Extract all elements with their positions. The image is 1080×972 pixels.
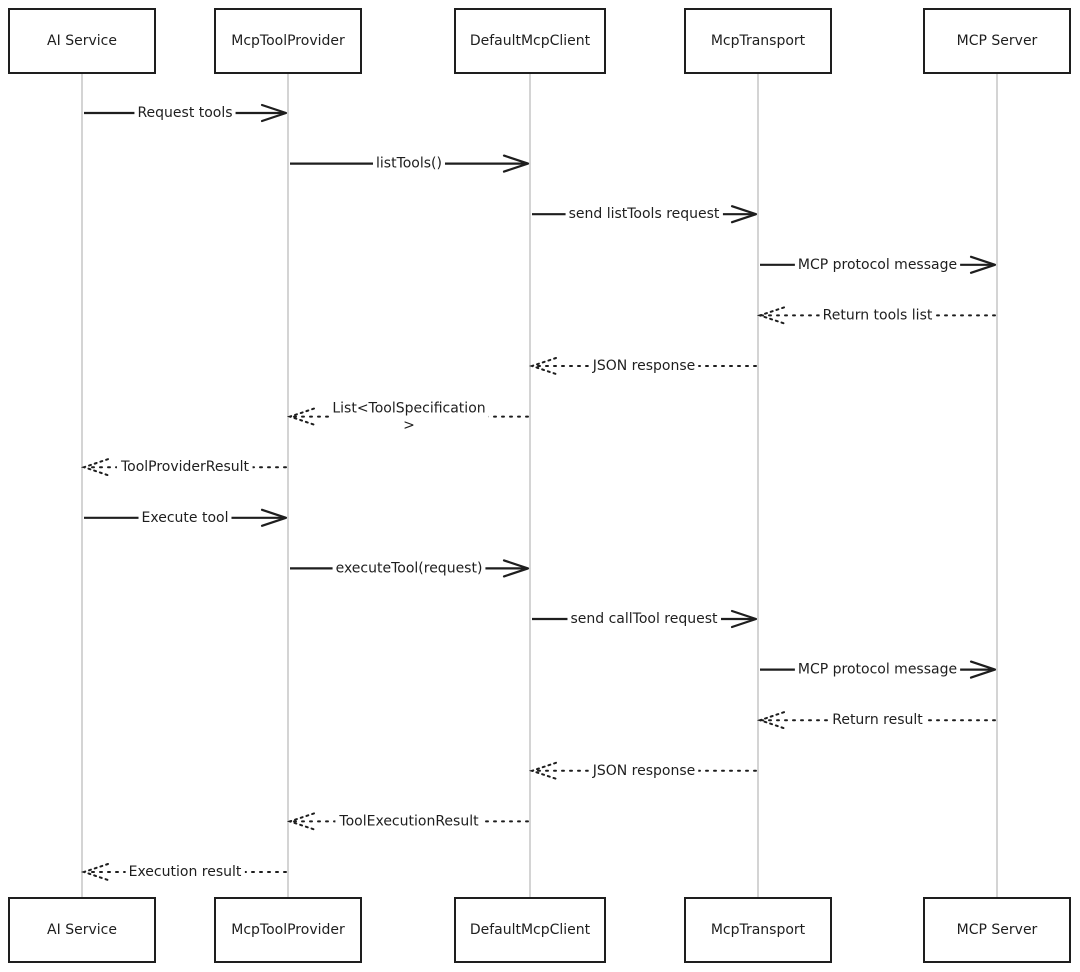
actor-label-bottom-server: MCP Server: [957, 922, 1038, 938]
actor-bottom-client: DefaultMcpClient: [454, 897, 606, 963]
message-label-bg: [138, 508, 232, 527]
message-9: Execute tool: [84, 508, 288, 527]
actor-box-bottom-server: [923, 897, 1071, 963]
message-label: listTools(): [376, 156, 442, 172]
message-label: MCP protocol message: [798, 257, 957, 273]
message-arrowhead: [730, 609, 758, 629]
message-label-bg: [794, 255, 961, 274]
message-label: List<ToolSpecification>: [332, 401, 485, 434]
actor-box-bottom-client: [454, 897, 606, 963]
actors-bottom: AI Service McpToolProvider DefaultMcpClien…: [8, 897, 1071, 963]
message-arrowhead: [502, 154, 530, 173]
message-arrowhead: [969, 660, 997, 679]
message-arrowhead: [286, 812, 315, 831]
actor-label-bottom-transport: McpTransport: [711, 922, 806, 938]
message-arrowhead: [528, 357, 557, 375]
actor-bottom-provider: McpToolProvider: [214, 897, 362, 963]
actor-box-top-provider: [214, 8, 362, 74]
message-label: JSON response: [592, 358, 696, 374]
message-6: JSON response: [528, 357, 757, 375]
message-label: Execution result: [129, 864, 242, 880]
message-arrowhead: [756, 711, 785, 730]
message-arrowhead: [756, 306, 785, 325]
actor-box-bottom-provider: [214, 897, 362, 963]
message-label: Return result: [832, 712, 923, 728]
actor-label-top-client: DefaultMcpClient: [470, 33, 591, 49]
message-label-bg: [588, 357, 699, 375]
message-label: Execute tool: [142, 510, 229, 526]
message-label-bg: [588, 761, 699, 780]
lifelines: [81, 73, 998, 898]
message-16: Execution result: [80, 863, 287, 881]
message-13: Return result: [756, 711, 996, 730]
message-12: MCP protocol message: [760, 660, 997, 679]
actor-box-top-transport: [684, 8, 832, 74]
actor-top-server: MCP Server: [923, 8, 1071, 74]
message-label-bg: [116, 458, 253, 477]
actor-label-top-ai: AI Service: [47, 33, 117, 49]
message-arrowhead: [502, 559, 530, 578]
message-label-bg: [565, 205, 723, 224]
actor-label-bottom-ai: AI Service: [47, 922, 117, 938]
message-8: ToolProviderResult: [80, 458, 287, 477]
message-arrowhead: [286, 407, 315, 426]
message-15: ToolExecutionResult: [286, 812, 529, 831]
actor-label-top-server: MCP Server: [957, 33, 1038, 49]
actor-bottom-ai: AI Service: [8, 897, 156, 963]
message-11: send callTool request: [532, 609, 758, 629]
message-3: send listTools request: [532, 205, 758, 224]
message-label: Request tools: [137, 105, 232, 121]
actor-box-top-ai: [8, 8, 156, 74]
message-5: Return tools list: [756, 306, 996, 325]
actor-box-top-client: [454, 8, 606, 74]
actor-box-bottom-ai: [8, 897, 156, 963]
actors-top: AI Service McpToolProvider DefaultMcpClien…: [8, 8, 1071, 74]
message-arrowhead: [80, 863, 109, 881]
message-arrowhead: [969, 255, 997, 274]
message-label-bg: [794, 660, 961, 679]
message-label-bg: [335, 812, 483, 831]
message-label-bg: [829, 711, 927, 730]
actor-label-top-provider: McpToolProvider: [231, 33, 345, 49]
message-arrowhead: [260, 508, 288, 527]
message-arrowhead: [260, 103, 288, 123]
message-label: JSON response: [592, 763, 696, 779]
message-label-bg: [134, 104, 236, 122]
message-arrowhead: [528, 761, 557, 780]
actor-box-top-server: [923, 8, 1071, 74]
message-label: send listTools request: [569, 206, 720, 222]
message-label: MCP protocol message: [798, 662, 957, 678]
actor-bottom-transport: McpTransport: [684, 897, 832, 963]
message-label-bg: [819, 306, 936, 325]
actor-label-top-transport: McpTransport: [711, 33, 806, 49]
message-14: JSON response: [528, 761, 757, 780]
message-2: listTools(): [290, 154, 530, 173]
message-label: ToolProviderResult: [120, 459, 250, 475]
message-arrowhead: [730, 205, 758, 224]
actor-top-transport: McpTransport: [684, 8, 832, 74]
actor-label-bottom-provider: McpToolProvider: [231, 922, 345, 938]
message-label-bg: [125, 863, 245, 881]
message-label-bg: [373, 154, 445, 173]
message-label: executeTool(request): [336, 560, 483, 576]
actor-top-provider: McpToolProvider: [214, 8, 362, 74]
message-7: List<ToolSpecification>: [286, 399, 529, 435]
actor-top-client: DefaultMcpClient: [454, 8, 606, 74]
message-label: Return tools list: [823, 307, 933, 323]
message-label-bg: [329, 399, 489, 435]
messages: Request tools listTools() send listTools r…: [80, 103, 997, 881]
message-label-bg: [567, 610, 722, 628]
actor-label-bottom-client: DefaultMcpClient: [470, 922, 591, 938]
message-label: ToolExecutionResult: [338, 813, 479, 829]
message-10: executeTool(request): [290, 559, 530, 578]
message-arrowhead: [80, 458, 109, 477]
message-1: Request tools: [84, 103, 288, 123]
message-label-bg: [332, 559, 486, 578]
message-label: send callTool request: [570, 611, 718, 627]
actor-box-bottom-transport: [684, 897, 832, 963]
actor-bottom-server: MCP Server: [923, 897, 1071, 963]
actor-top-ai: AI Service: [8, 8, 156, 74]
message-4: MCP protocol message: [760, 255, 997, 274]
